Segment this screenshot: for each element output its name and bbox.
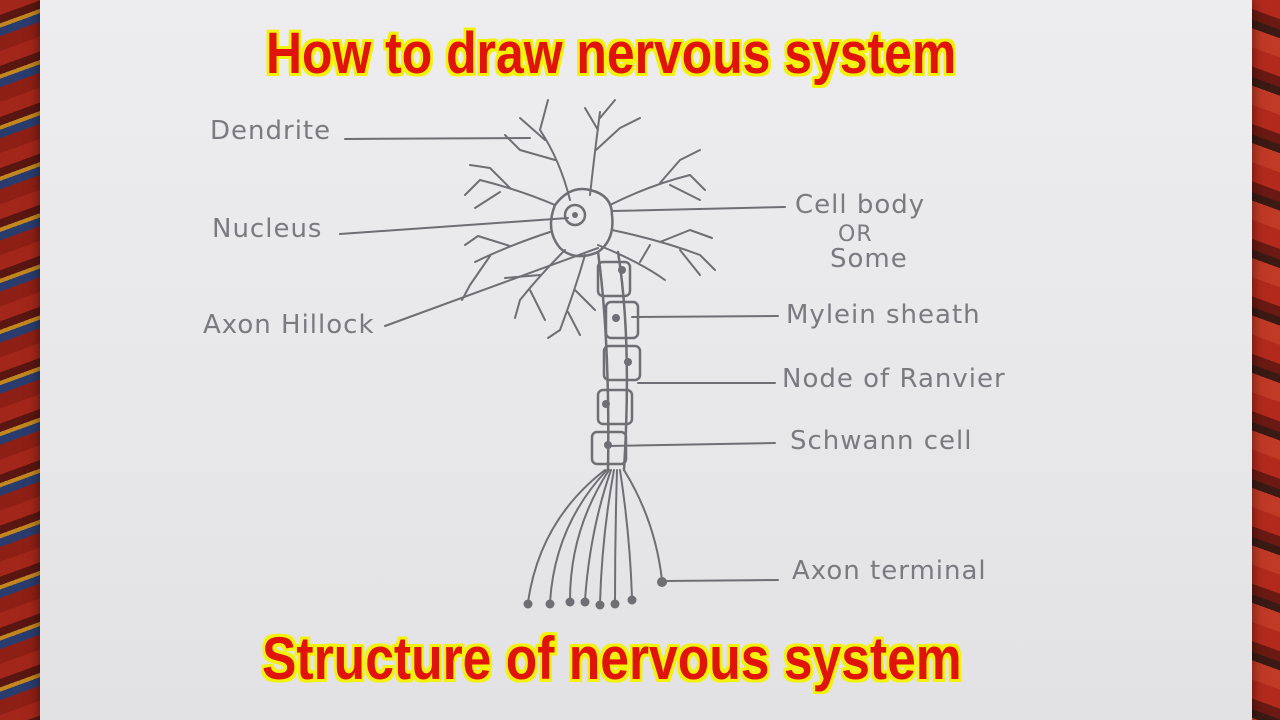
nucleus-circle [563,203,587,227]
axon [596,250,629,472]
label-dendrite: Dendrite [210,116,332,146]
terminal-knobs [523,577,667,610]
paper-sheet [40,0,1252,720]
label-myelin-sheath: Mylein sheath [786,300,981,330]
myelin-segments [590,260,642,466]
axon-terminals [527,469,663,604]
title-top: How to draw nervous system [266,21,957,86]
label-axon-terminal: Axon terminal [792,556,987,586]
label-nucleus: Nucleus [212,214,323,244]
label-schwann-cell: Schwann cell [790,426,973,456]
label-cell-body-or: OR [838,222,873,247]
leader-lines [339,137,786,582]
label-cell-body: Cell body [795,190,926,220]
label-node-of-ranvier: Node of Ranvier [782,364,1006,394]
title-bottom: Structure of nervous system [262,625,962,692]
cell-body [549,187,614,258]
label-axon-hillock: Axon Hillock [203,310,375,340]
label-cell-body-some: Some [830,244,908,274]
dendrites [461,99,716,339]
